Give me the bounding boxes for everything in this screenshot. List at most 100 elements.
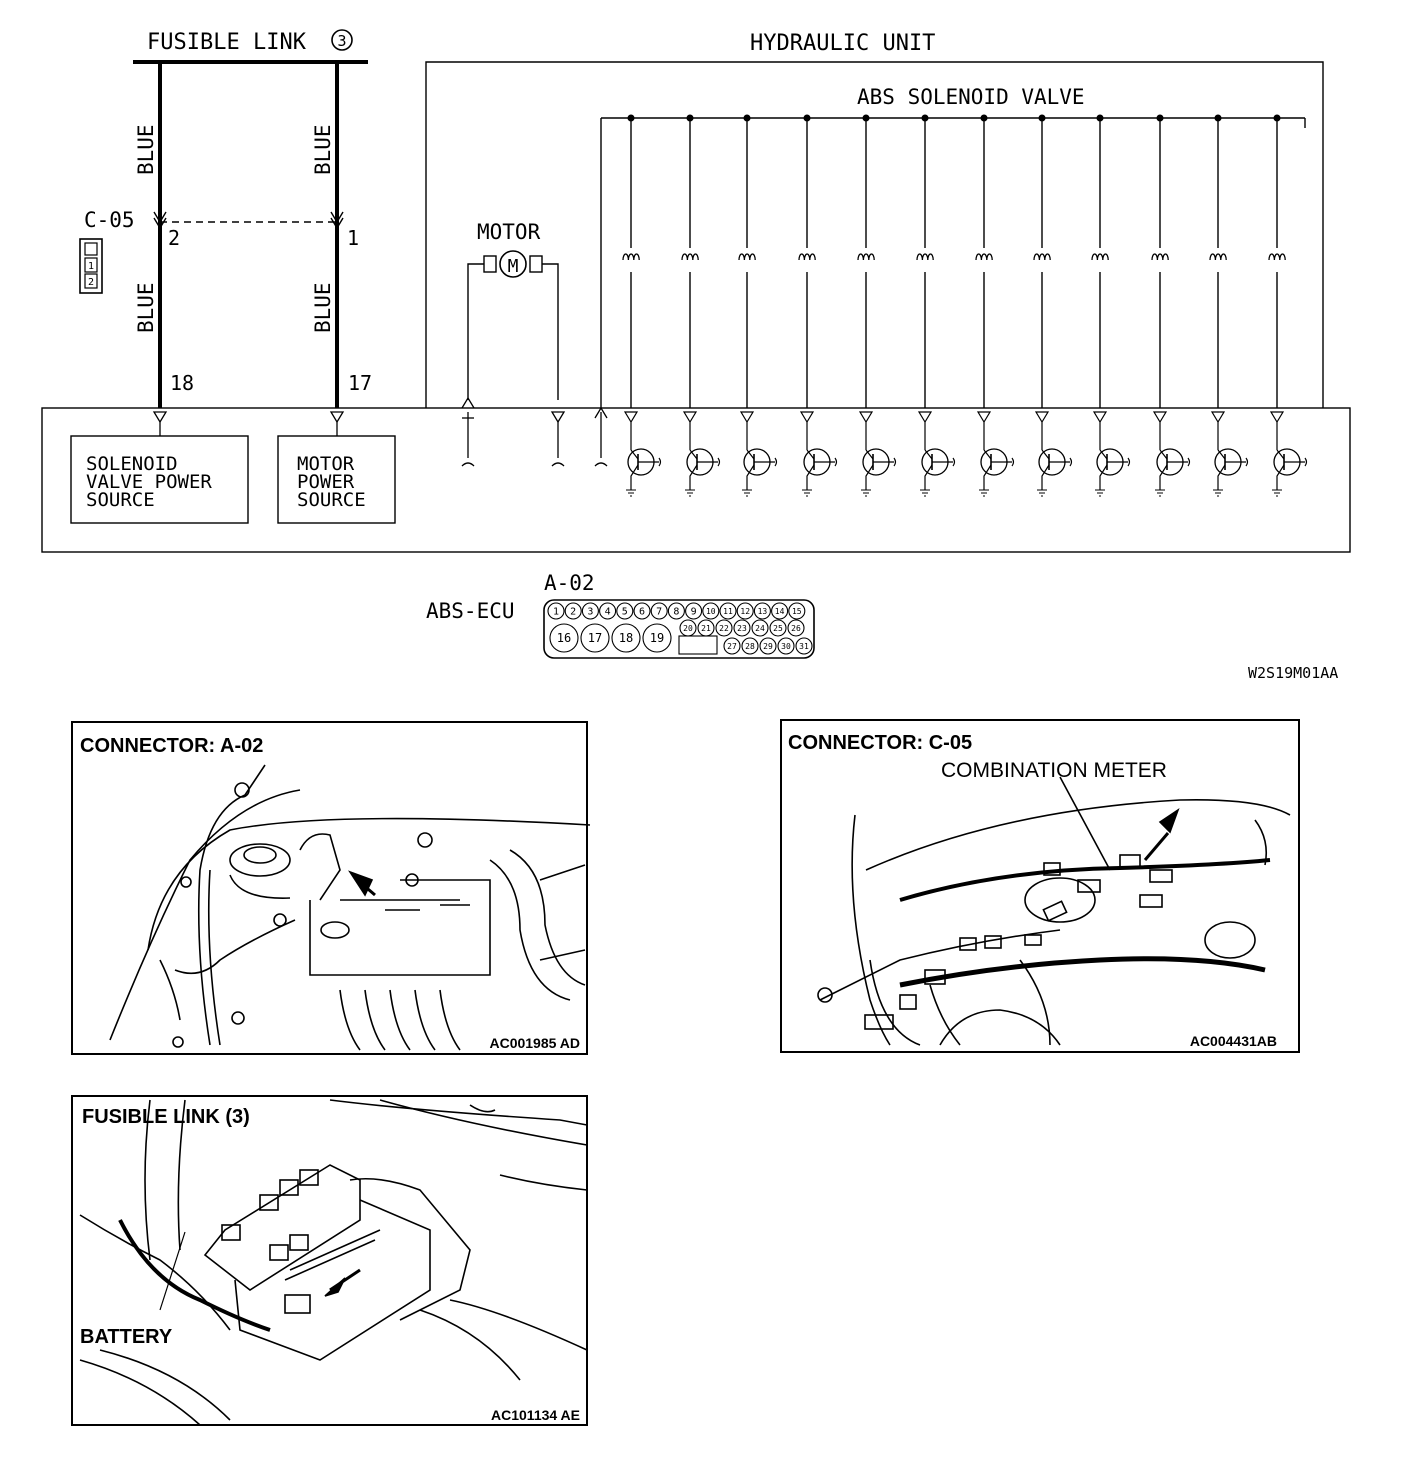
a02-pin (788, 602, 806, 620)
fusible-link-number: 3 (337, 32, 346, 50)
terminal-icon (1034, 411, 1050, 424)
a02-pin (580, 623, 610, 653)
panel-connector-c05: CONNECTOR: C-05 COMBINATION METER AC0044… (780, 719, 1300, 1053)
ground-icon (626, 489, 636, 497)
solenoid-coil-icon (1268, 253, 1286, 261)
engine-bay-illustration (109, 764, 591, 1051)
a02-pin-label: 20 (683, 624, 693, 633)
transistor-base-lead (638, 457, 662, 467)
hydraulic-unit-label: HYDRAULIC UNIT (750, 31, 935, 56)
transistor-base-lead (754, 457, 778, 467)
a02-pin-label: 14 (775, 607, 785, 616)
panel-title: CONNECTOR: A-02 (80, 735, 263, 757)
a02-pin-label: 4 (605, 607, 611, 618)
ground-icon (1155, 489, 1165, 497)
a02-pin-label: 6 (639, 607, 645, 618)
a02-pin-label: 12 (740, 607, 750, 616)
connector-c05-label: C-05 (84, 208, 135, 232)
a02-pin-label: 29 (763, 642, 773, 651)
ground-icon (979, 489, 989, 497)
transistor-base-lead (697, 457, 721, 467)
c05-pin-right: 1 (347, 226, 359, 250)
a02-pin (633, 602, 651, 620)
a02-pin (753, 602, 771, 620)
ground-icon (1095, 489, 1105, 497)
a02-pin (719, 602, 737, 620)
motor-power-source-box (277, 435, 396, 524)
a02-pin-label: 18 (619, 631, 633, 645)
a02-pin (736, 602, 754, 620)
terminal-icon (917, 411, 933, 424)
transistor-base-lead (873, 457, 897, 467)
transistor-base-lead (932, 457, 956, 467)
motor-power-source-line: SOURCE (297, 489, 366, 511)
a02-pin (650, 602, 668, 620)
ecu-pin-18: 18 (170, 371, 194, 395)
a02-pin (771, 602, 789, 620)
ground-icon (1037, 489, 1047, 497)
a02-pin-label: 31 (799, 642, 809, 651)
a02-pin-label: 5 (622, 607, 628, 618)
solenoid-coil-icon (975, 253, 993, 261)
a02-pin-label: 23 (737, 624, 747, 633)
c05-pin-2: 2 (88, 277, 94, 288)
solenoid-power-source-box (70, 435, 249, 524)
motor-symbol: M (508, 256, 519, 277)
a02-pin (787, 619, 805, 637)
panel-title: FUSIBLE LINK (3) (82, 1106, 250, 1128)
terminal-icon (623, 411, 639, 424)
fusible-link-label: FUSIBLE LINK (147, 30, 307, 55)
a02-pin (715, 619, 733, 637)
solenoid-power-source-line: SOURCE (86, 489, 155, 511)
motor-label: MOTOR (477, 220, 541, 244)
transistor-leads (924, 449, 933, 490)
a02-pin (751, 619, 769, 637)
a02-pin (611, 623, 641, 653)
a02-pin-label: 27 (727, 642, 737, 651)
terminal-icon (682, 411, 698, 424)
transistor-base-lead (991, 457, 1015, 467)
a02-pin-label: 8 (673, 607, 679, 618)
a02-pin (759, 637, 777, 655)
c05-pin-left: 2 (168, 226, 180, 250)
a02-pin-label: 21 (701, 624, 711, 633)
a02-pin-label: 1 (553, 607, 559, 618)
a02-pin (616, 602, 634, 620)
a02-pin (685, 602, 703, 620)
a02-pin (795, 637, 813, 655)
figure-code: W2S19M01AA (1248, 664, 1338, 682)
transistor-leads (1159, 449, 1168, 490)
transistor-base-lead (1284, 457, 1308, 467)
a02-pin-label: 17 (588, 631, 602, 645)
a02-pin (564, 602, 582, 620)
panel-code: AC101134 AE (491, 1407, 580, 1423)
ground-icon (861, 489, 871, 497)
a02-pin-label: 9 (691, 607, 697, 618)
transistor-leads (983, 449, 992, 490)
a02-pin-label: 13 (758, 607, 768, 616)
panel-callout: COMBINATION METER (941, 759, 1167, 782)
solenoid-power-source-line: SOLENOID (86, 453, 178, 475)
ground-icon (1272, 489, 1282, 497)
terminal-icon (858, 411, 874, 424)
a02-pin-label: 10 (706, 607, 716, 616)
a02-pin-label: 15 (792, 607, 802, 616)
a02-pin (702, 602, 720, 620)
solenoid-coil-icon (798, 253, 816, 261)
transistor-leads (630, 449, 639, 490)
wire-color-label: BLUE (134, 124, 158, 175)
transistor-leads (1217, 449, 1226, 490)
a02-pin-label: 7 (656, 607, 662, 618)
a02-pin (777, 637, 795, 655)
a02-pin-label: 11 (723, 607, 733, 616)
terminal-icon (1269, 411, 1285, 424)
solenoid-valve-label: ABS SOLENOID VALVE (857, 85, 1085, 109)
a02-pin (769, 619, 787, 637)
transistor-leads (1276, 449, 1285, 490)
ground-icon (685, 489, 695, 497)
solenoid-coil-icon (916, 253, 934, 261)
terminal-icon (329, 411, 345, 424)
a02-pin (723, 637, 741, 655)
fusible-link-number-circle (331, 29, 353, 51)
transistor-base-lead (1107, 457, 1131, 467)
